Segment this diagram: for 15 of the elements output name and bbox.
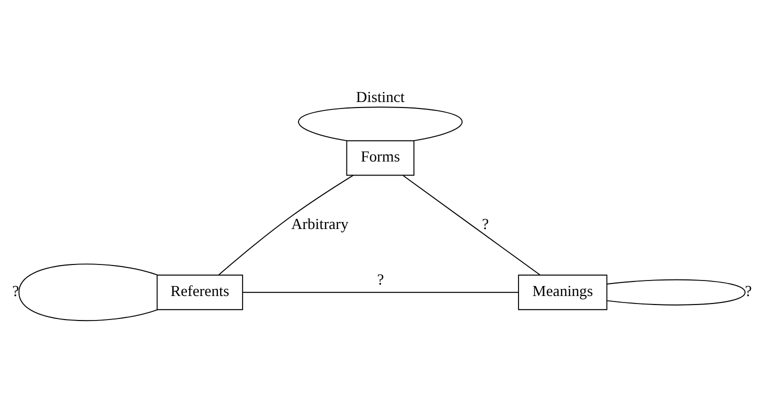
connector (606, 278, 746, 305)
connector (18, 263, 158, 321)
node-box: Meanings (518, 274, 608, 310)
connector (218, 174, 354, 275)
node-box: Forms (346, 140, 414, 176)
connector (402, 174, 540, 275)
edge-label: Arbitrary (291, 215, 348, 232)
edge-label: ? (377, 270, 384, 288)
edge-label: Distinct (356, 88, 405, 106)
node-box: Referents (156, 274, 244, 310)
edge-label: ? (745, 282, 752, 300)
connector (242, 291, 519, 292)
edge-label: ? (12, 282, 19, 300)
connector (298, 106, 462, 141)
edge-label: ? (482, 215, 489, 232)
